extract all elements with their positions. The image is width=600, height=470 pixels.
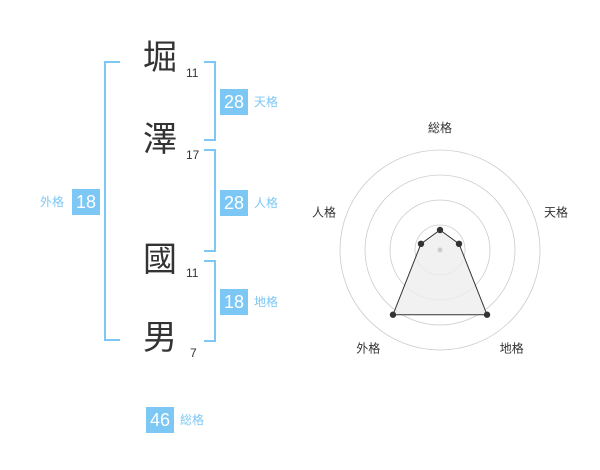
- radar-axis-label-3: 地格: [500, 341, 524, 356]
- radar-point-4: [389, 311, 397, 318]
- chi-value-box: 18: [220, 289, 248, 315]
- radar-grid-ring: [364, 174, 516, 326]
- name-char-4: 男: [143, 318, 177, 358]
- radar-point-5: [417, 240, 425, 248]
- sou-label: 総格: [180, 413, 205, 427]
- stroke-count-3: 11: [186, 266, 199, 280]
- radar-data-polygon: [392, 229, 488, 316]
- stroke-count-1: 11: [186, 66, 199, 80]
- radar-point-3: [483, 311, 491, 318]
- radar-grid-ring: [339, 149, 541, 351]
- radar-axis-label-5: 人格: [312, 204, 336, 219]
- radar-axis-label-2: 天格: [544, 204, 568, 219]
- jin-label: 人格: [254, 196, 279, 210]
- jin-bracket: [204, 149, 216, 252]
- radar-axis-label-1: 総格: [428, 120, 452, 135]
- radar-center-dot: [437, 247, 443, 253]
- outer-bracket: [104, 61, 120, 341]
- name-char-1: 堀: [143, 38, 177, 78]
- radar-point-1: [436, 226, 444, 234]
- gai-label: 外格: [40, 195, 65, 209]
- jin-value-box: 28: [220, 190, 248, 216]
- stroke-count-2: 17: [186, 148, 200, 162]
- ten-value-box: 28: [220, 89, 248, 115]
- name-char-3: 國: [143, 240, 177, 280]
- name-char-2: 澤: [143, 120, 177, 160]
- ten-bracket: [204, 61, 216, 141]
- stroke-count-4: 7: [190, 346, 197, 360]
- sou-value-box: 46: [146, 407, 174, 433]
- chi-bracket: [204, 260, 216, 342]
- chi-label: 地格: [254, 295, 279, 309]
- ten-label: 天格: [254, 95, 279, 109]
- gai-value-box: 18: [72, 189, 100, 215]
- radar-axis-label-4: 外格: [356, 341, 380, 356]
- radar-point-2: [455, 240, 463, 248]
